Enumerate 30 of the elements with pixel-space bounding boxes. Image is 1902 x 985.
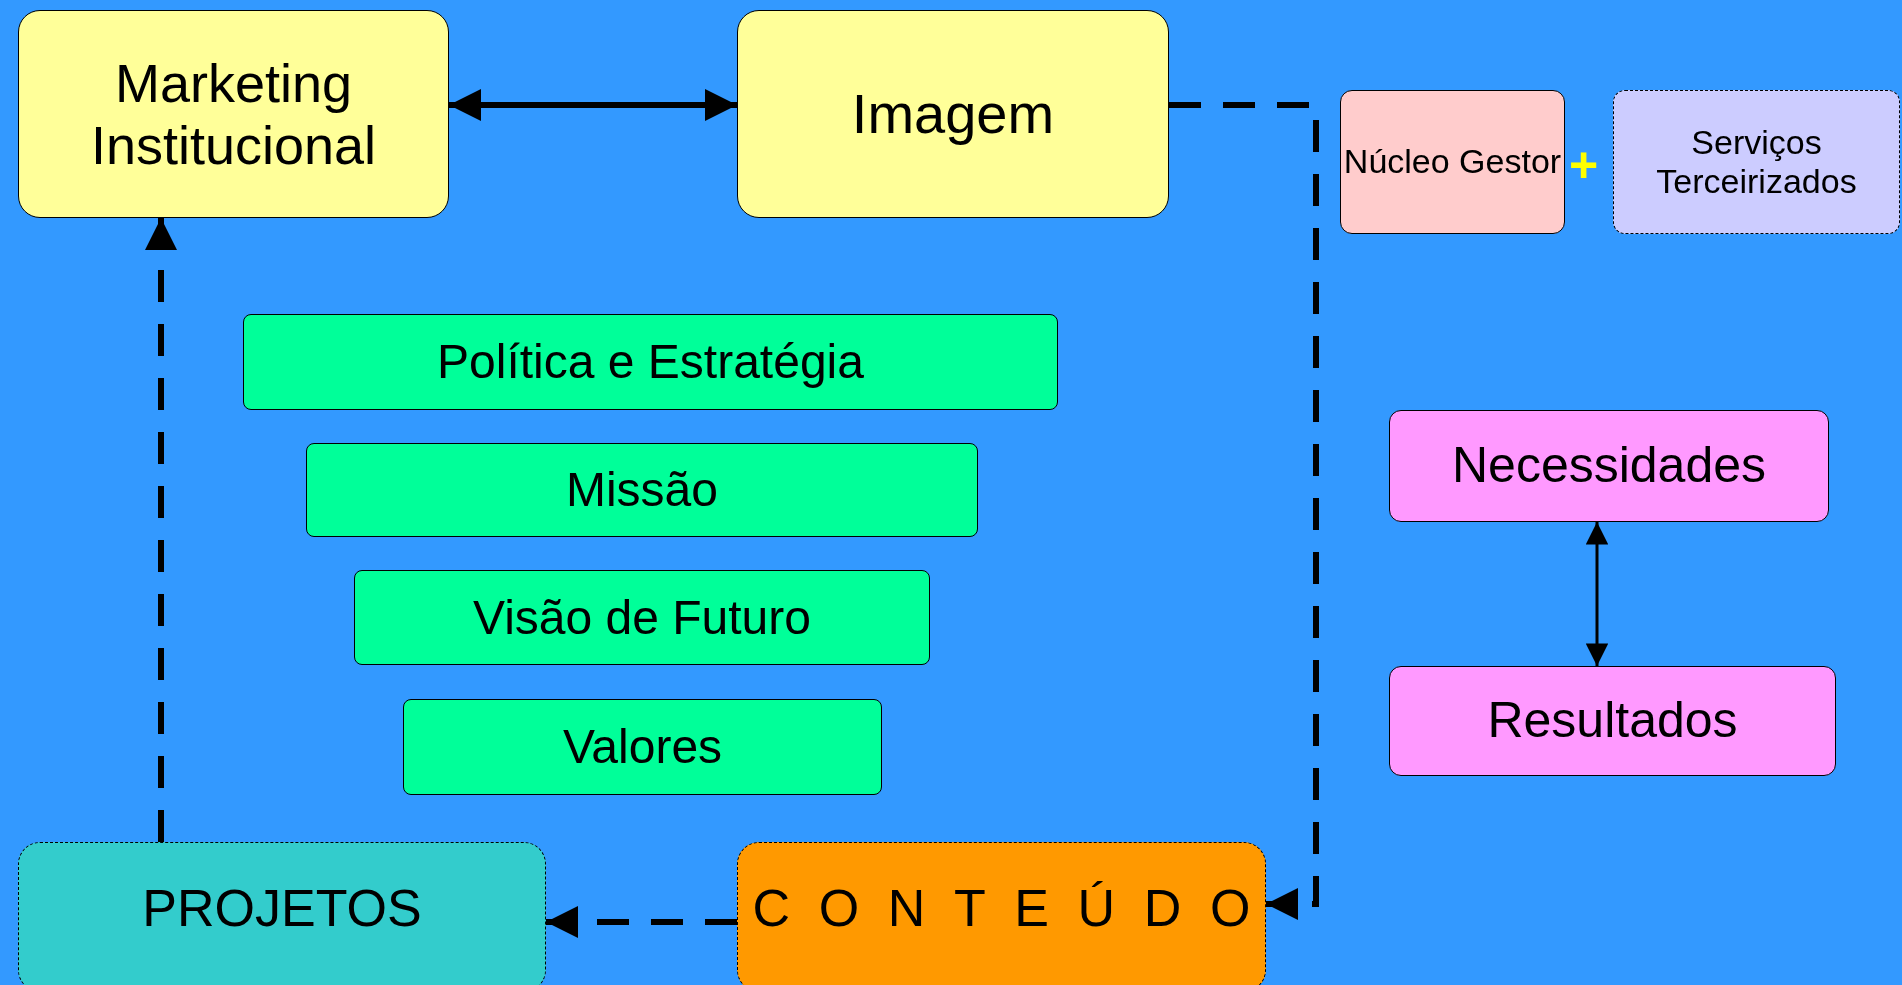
arrow xyxy=(145,218,177,842)
node-label: Visão de Futuro xyxy=(473,589,811,646)
plus-sign: + xyxy=(1569,140,1599,190)
node-label: Núcleo Gestor xyxy=(1343,142,1562,182)
node-label: Valores xyxy=(562,719,723,775)
node-label: Necessidades xyxy=(1451,437,1767,495)
layer-bar xyxy=(306,443,978,537)
group-box xyxy=(1340,90,1565,234)
arrow xyxy=(1585,522,1609,666)
node-label: Imagem xyxy=(851,81,1055,147)
node-label: CONTEÚDO xyxy=(752,879,1279,939)
process-box xyxy=(1389,410,1829,522)
layer-bar xyxy=(243,314,1058,410)
node-label: PROJETOS xyxy=(142,879,422,939)
process-box xyxy=(1389,666,1836,776)
layer-bar xyxy=(354,570,930,665)
node-label: Política e Estratégia xyxy=(437,334,864,390)
node-label: Marketing Institucional xyxy=(89,51,378,177)
process-box xyxy=(18,842,546,985)
process-box xyxy=(18,10,449,218)
arrow xyxy=(449,89,737,121)
node-label: Missão xyxy=(565,462,718,518)
arrow xyxy=(546,906,737,938)
layer-bar xyxy=(403,699,882,795)
node-label: Serviços Terceirizados xyxy=(1655,122,1858,202)
arrow xyxy=(1169,102,1319,920)
group-box xyxy=(1613,90,1900,234)
node-label: Resultados xyxy=(1487,692,1738,750)
process-box xyxy=(737,10,1169,218)
process-box xyxy=(737,842,1266,985)
